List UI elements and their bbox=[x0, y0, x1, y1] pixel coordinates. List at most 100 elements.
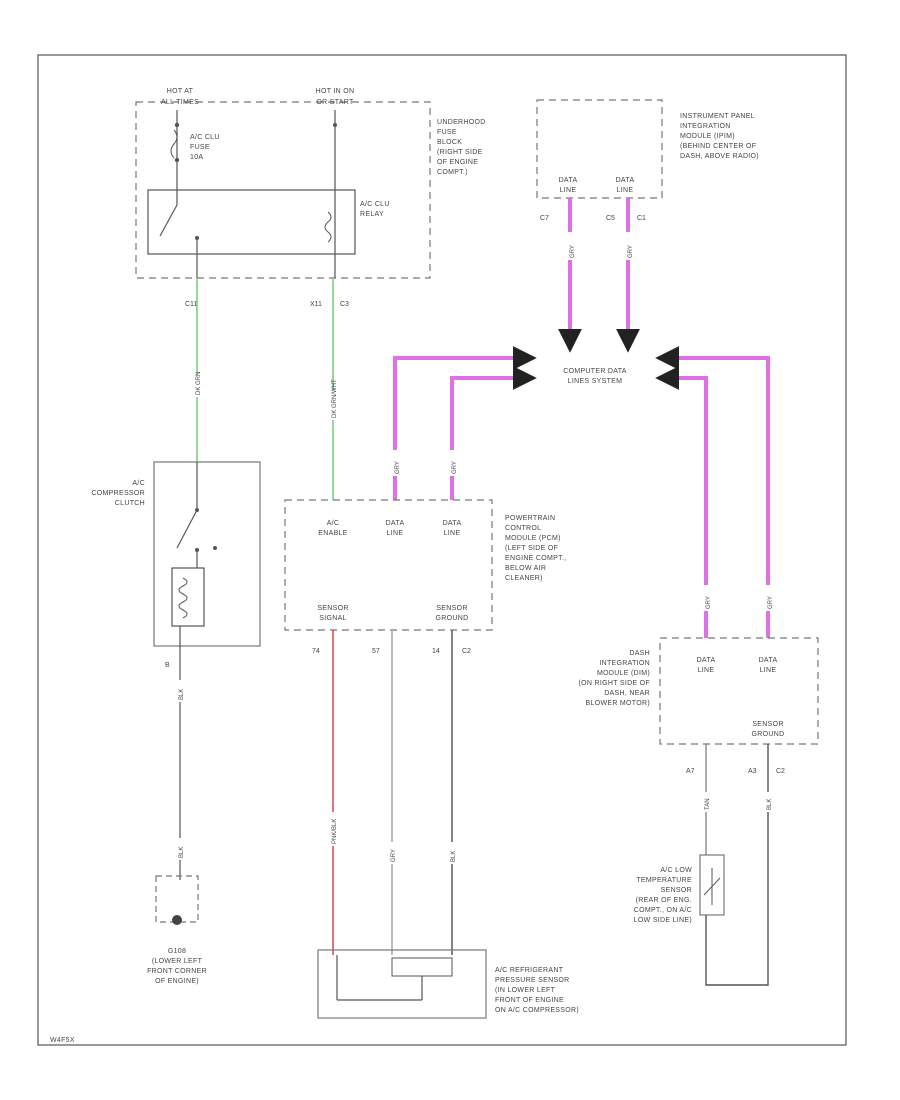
svg-text:GRY: GRY bbox=[768, 596, 774, 609]
pcm-ac-enable-2: ENABLE bbox=[318, 530, 347, 537]
clutch-coil-icon bbox=[171, 567, 205, 627]
dim-label-2: INTEGRATION bbox=[599, 660, 650, 667]
ground-label-2: (LOWER LEFT bbox=[152, 958, 203, 965]
dim-module: DATA LINE DATA LINE SENSOR GROUND DASH I… bbox=[579, 637, 819, 775]
dim-label-4: (ON RIGHT SIDE OF bbox=[579, 680, 650, 687]
svg-text:GRY: GRY bbox=[452, 461, 458, 474]
underhood-pin-right: C3 bbox=[340, 301, 349, 308]
relay-switch-icon bbox=[159, 204, 178, 237]
svg-text:BLK: BLK bbox=[179, 689, 185, 700]
underhood-fuse-block: HOT AT ALL TIMES HOT IN ON OR START A/C … bbox=[135, 88, 486, 308]
cdl-label-1: COMPUTER DATA bbox=[563, 368, 627, 375]
wire-pink-pcm-2 bbox=[450, 366, 537, 500]
dim-pin-c2: C2 bbox=[776, 768, 785, 775]
temp-label-4: (REAR OF ENG. bbox=[636, 897, 692, 904]
cdl-label-2: LINES SYSTEM bbox=[568, 378, 623, 385]
clutch-pin: B bbox=[165, 662, 170, 669]
underhood-label-1: UNDERHOOD bbox=[437, 119, 486, 126]
wire-tag-green-1: DK GRN bbox=[196, 372, 202, 395]
pcm-pin-57: 57 bbox=[372, 648, 380, 655]
dim-pin-a3: A3 bbox=[748, 768, 757, 775]
wire-dim-temp-ground bbox=[705, 744, 769, 986]
relay-coil-icon bbox=[324, 211, 332, 243]
ipim-data-line-1b: LINE bbox=[560, 187, 577, 194]
pcm-label-6: BELOW AIR bbox=[505, 565, 546, 572]
clutch-label-2: COMPRESSOR bbox=[91, 490, 145, 497]
hot-in-on-line1: HOT IN ON bbox=[316, 88, 355, 95]
dim-label-3: MODULE (DIM) bbox=[597, 670, 650, 677]
svg-text:GRY: GRY bbox=[395, 461, 401, 474]
clutch-label-3: CLUTCH bbox=[115, 500, 145, 507]
ipim-label-3: MODULE (IPIM) bbox=[680, 133, 735, 140]
underhood-pin-mid: X11 bbox=[310, 301, 322, 308]
ipim-data-line-2a: DATA bbox=[616, 177, 635, 184]
relay-label-line1: A/C CLU bbox=[360, 201, 390, 208]
underhood-label-5: OF ENGINE bbox=[437, 159, 478, 166]
svg-text:PNK/BLK: PNK/BLK bbox=[332, 819, 338, 844]
ipim-pin-3: C1 bbox=[637, 215, 646, 222]
hot-at-all-times-line1: HOT AT bbox=[167, 88, 194, 95]
pressure-label-4: FRONT OF ENGINE bbox=[495, 997, 564, 1004]
ground-icon bbox=[172, 915, 182, 925]
diode-switch-icon bbox=[176, 509, 198, 549]
computer-data-lines: COMPUTER DATA LINES SYSTEM bbox=[563, 368, 627, 385]
pcm-label-4: (LEFT SIDE OF bbox=[505, 545, 558, 552]
pcm-module: A/C ENABLE DATA LINE DATA LINE SENSOR SI… bbox=[284, 499, 566, 655]
diagram-frame bbox=[37, 54, 847, 1046]
ground-g108: G108 (LOWER LEFT FRONT CORNER OF ENGINE) bbox=[147, 875, 207, 985]
dim-sensor-ground-2: GROUND bbox=[752, 731, 785, 738]
dim-data-line-1b: LINE bbox=[698, 667, 715, 674]
pressure-label-1: A/C REFRIGERANT bbox=[495, 967, 564, 974]
ipim-pin-1: C7 bbox=[540, 215, 549, 222]
underhood-label-3: BLOCK bbox=[437, 139, 462, 146]
pressure-label-5: ON A/C COMPRESSOR) bbox=[495, 1007, 579, 1014]
ground-label-4: OF ENGINE) bbox=[155, 978, 199, 985]
pcm-sensor-ground-1: SENSOR bbox=[436, 605, 467, 612]
wire-pink-dim-2 bbox=[655, 366, 708, 638]
wire-tag-green-2: DK GRN/WHT bbox=[332, 379, 338, 418]
pressure-sensor: A/C REFRIGERANT PRESSURE SENSOR (IN LOWE… bbox=[317, 949, 579, 1019]
ac-compressor-clutch: A/C COMPRESSOR CLUTCH B BLK BLK bbox=[91, 461, 261, 880]
dim-data-line-1a: DATA bbox=[697, 657, 716, 664]
dim-label-6: BLOWER MOTOR) bbox=[586, 700, 650, 707]
pcm-label-5: ENGINE COMPT., bbox=[505, 555, 566, 562]
underhood-label-4: (RIGHT SIDE bbox=[437, 149, 483, 156]
temp-label-5: COMPT., ON A/C bbox=[634, 907, 692, 914]
pressure-transducer-icon bbox=[391, 957, 453, 977]
ipim-pin-2: C5 bbox=[606, 215, 615, 222]
fuse-label-line2: FUSE bbox=[190, 144, 210, 151]
dim-pin-a7: A7 bbox=[686, 768, 695, 775]
fuse-label-line3: 10A bbox=[190, 154, 203, 161]
temp-label-3: SENSOR bbox=[661, 887, 692, 894]
temp-label-6: LOW SIDE LINE) bbox=[634, 917, 692, 924]
svg-text:GRY: GRY bbox=[391, 849, 397, 862]
dim-sensor-ground-1: SENSOR bbox=[752, 721, 783, 728]
svg-text:GRY: GRY bbox=[628, 245, 634, 258]
pcm-label-7: CLEANER) bbox=[505, 575, 543, 582]
pcm-data-line-1a: DATA bbox=[386, 520, 405, 527]
ipim-data-line-2b: LINE bbox=[617, 187, 634, 194]
pcm-sensor-signal-1: SENSOR bbox=[317, 605, 348, 612]
pcm-label-2: CONTROL bbox=[505, 525, 541, 532]
ipim-module: DATA LINE DATA LINE C7 C5 C1 INSTRUMENT … bbox=[536, 99, 759, 222]
svg-text:BLK: BLK bbox=[451, 851, 457, 862]
dim-label-1: DASH bbox=[629, 650, 650, 657]
ground-label-1: G108 bbox=[168, 948, 186, 955]
svg-text:GRY: GRY bbox=[570, 245, 576, 258]
thermistor-icon bbox=[699, 854, 725, 916]
diagram-code: W4F5X bbox=[50, 1037, 75, 1044]
relay-label-line2: RELAY bbox=[360, 211, 384, 218]
pcm-data-line-2a: DATA bbox=[443, 520, 462, 527]
pcm-data-line-1b: LINE bbox=[387, 530, 404, 537]
underhood-label-2: FUSE bbox=[437, 129, 457, 136]
ipim-label-2: INTEGRATION bbox=[680, 123, 731, 130]
wire-pink-dim-1 bbox=[655, 346, 770, 638]
underhood-pin-left: C11 bbox=[185, 301, 197, 308]
pressure-label-2: PRESSURE SENSOR bbox=[495, 977, 570, 984]
pcm-data-line-2b: LINE bbox=[444, 530, 461, 537]
ipim-label-1: INSTRUMENT PANEL bbox=[680, 113, 755, 120]
clutch-label-1: A/C bbox=[132, 480, 145, 487]
svg-text:BLK: BLK bbox=[179, 847, 185, 858]
pressure-label-3: (IN LOWER LEFT bbox=[495, 987, 556, 994]
